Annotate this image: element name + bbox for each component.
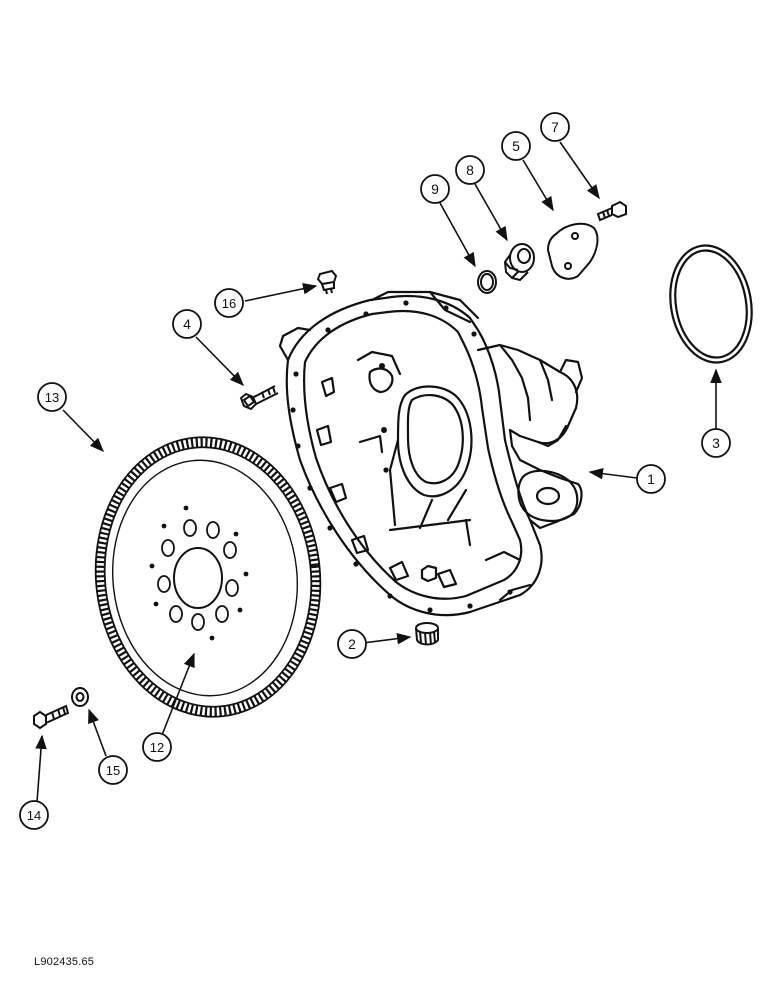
drawing-reference-code: L902435.65 bbox=[34, 956, 95, 968]
callout-16: 16 bbox=[214, 288, 244, 318]
cover-plate-5 bbox=[546, 222, 599, 280]
flywheel-small-holes bbox=[149, 505, 249, 641]
callout-12: 12 bbox=[142, 732, 172, 762]
callout-9: 9 bbox=[420, 174, 450, 204]
svg-text:2: 2 bbox=[348, 636, 356, 652]
housing-bolt-holes bbox=[290, 300, 513, 613]
svg-text:5: 5 bbox=[512, 138, 520, 154]
svg-text:14: 14 bbox=[27, 808, 41, 823]
bolt-4 bbox=[239, 385, 279, 411]
svg-text:9: 9 bbox=[431, 181, 439, 197]
svg-text:4: 4 bbox=[183, 316, 191, 332]
bolt-14 bbox=[33, 704, 70, 730]
leader-lines bbox=[35, 141, 722, 803]
callout-7: 7 bbox=[540, 112, 570, 142]
callouts: 1 2 3 4 5 7 8 9 12 13 14 15 16 bbox=[19, 112, 731, 830]
flywheel bbox=[94, 436, 322, 718]
large-oring-3 bbox=[669, 244, 753, 364]
leader-15 bbox=[88, 708, 107, 757]
leader-5 bbox=[522, 159, 554, 212]
svg-text:3: 3 bbox=[712, 435, 720, 451]
leader-4 bbox=[195, 336, 245, 387]
leader-14 bbox=[35, 734, 47, 803]
leader-12 bbox=[161, 652, 195, 736]
plug-8 bbox=[503, 243, 535, 282]
bolt-7 bbox=[596, 200, 627, 222]
callout-4: 4 bbox=[172, 309, 202, 339]
leader-8 bbox=[474, 183, 508, 242]
svg-text:8: 8 bbox=[466, 162, 474, 178]
svg-text:12: 12 bbox=[150, 740, 164, 755]
callout-8: 8 bbox=[455, 155, 485, 185]
svg-text:13: 13 bbox=[45, 390, 59, 405]
callout-15: 15 bbox=[98, 755, 128, 785]
callout-3: 3 bbox=[701, 428, 731, 458]
leader-2 bbox=[362, 632, 412, 645]
plug-16 bbox=[316, 269, 338, 295]
callout-2: 2 bbox=[337, 629, 367, 659]
leader-16 bbox=[244, 283, 318, 302]
flywheel-holes bbox=[157, 519, 239, 631]
callout-14: 14 bbox=[19, 800, 49, 830]
plug-2 bbox=[415, 622, 439, 646]
leader-1 bbox=[588, 467, 638, 480]
callout-5: 5 bbox=[501, 131, 531, 161]
leader-9 bbox=[439, 202, 476, 268]
oring-9 bbox=[477, 270, 497, 294]
callout-1: 1 bbox=[636, 464, 666, 494]
leader-13 bbox=[62, 409, 105, 453]
svg-text:15: 15 bbox=[106, 763, 120, 778]
flywheel-housing bbox=[278, 290, 584, 617]
svg-text:1: 1 bbox=[647, 471, 655, 487]
svg-text:16: 16 bbox=[222, 296, 236, 311]
svg-text:7: 7 bbox=[551, 119, 559, 135]
leader-7 bbox=[559, 141, 600, 200]
callout-13: 13 bbox=[37, 382, 67, 412]
washer-15 bbox=[71, 687, 89, 707]
